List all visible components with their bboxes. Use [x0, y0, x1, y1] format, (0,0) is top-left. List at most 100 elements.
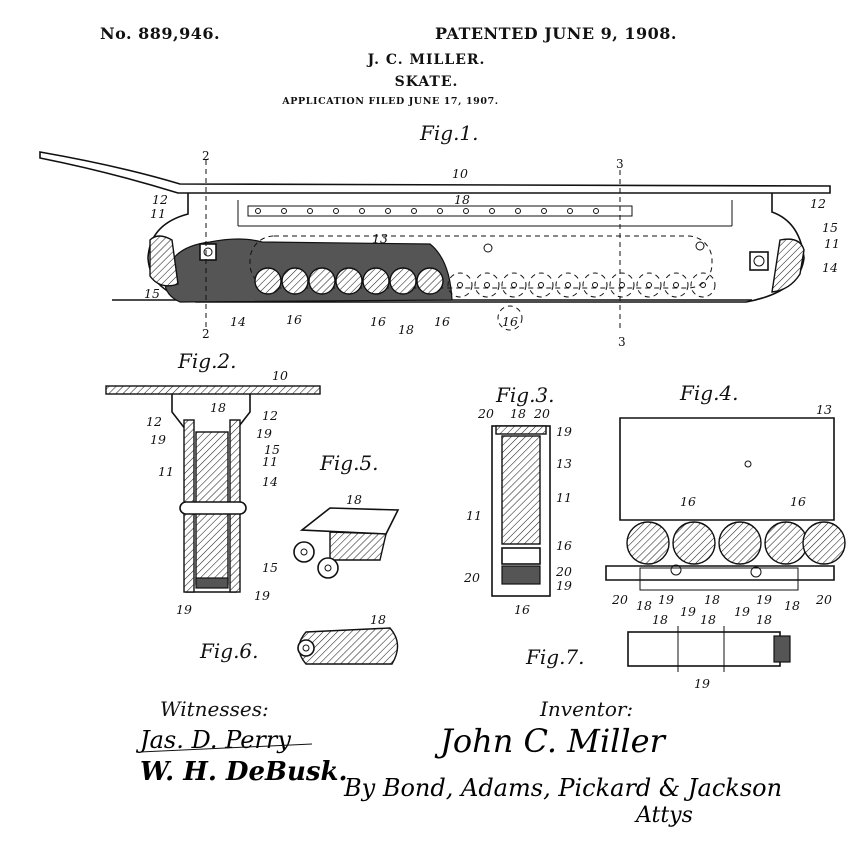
roller-hub — [511, 282, 517, 288]
ref-12-b: 12 — [810, 196, 826, 211]
rivet — [437, 208, 443, 214]
ref-11-b: 11 — [824, 236, 840, 251]
ref-19-f7b: 19 — [734, 604, 750, 619]
fig4-label: Fig.4. — [679, 381, 739, 405]
ref-18-f2: 18 — [210, 400, 226, 415]
fig1-label: Fig.1. — [419, 121, 479, 145]
ref-19-f4a: 19 — [658, 592, 674, 607]
attorneys-signature: By Bond, Adams, Pickard & Jackson — [343, 774, 782, 802]
attorneys-abbrev: Attys — [634, 803, 693, 828]
ref-14-b: 14 — [822, 260, 838, 275]
roller-hub — [457, 282, 463, 288]
ref-20-f4b: 20 — [815, 592, 832, 607]
roller-hub — [646, 282, 652, 288]
inventor-signature: John C. Miller — [434, 722, 667, 760]
guide-bar — [247, 205, 633, 217]
roller-dropped — [497, 305, 523, 331]
ref-14-f2: 14 — [262, 474, 278, 489]
fig3-label: Fig.3. — [495, 383, 555, 407]
ref-12-f2a: 12 — [146, 414, 162, 429]
fig2-axle — [179, 501, 247, 515]
rivet — [489, 208, 495, 214]
inventor-label: Inventor: — [539, 697, 633, 721]
figure-1: Fig.1. — [39, 121, 840, 349]
ref-11-f3a: 11 — [466, 508, 482, 523]
roller-solid — [281, 267, 309, 295]
section-mark-3-top: 3 — [616, 157, 624, 171]
ref-18-f7c: 18 — [756, 612, 772, 627]
ref-12-a: 12 — [152, 192, 168, 207]
foot-plate — [39, 151, 831, 194]
fig2-foot-plate — [105, 385, 321, 395]
ref-20-f3b: 20 — [533, 406, 550, 421]
figure-2: Fig.2. 10 18 12 12 19 19 15 11 11 14 15 … — [105, 349, 321, 617]
roller-hub — [592, 282, 598, 288]
ref-19-f4b: 19 — [756, 592, 772, 607]
ref-14-a: 14 — [230, 314, 246, 329]
section-mark-2-top: 2 — [202, 149, 210, 163]
ref-15-f2b: 15 — [262, 560, 278, 575]
fig2-housing — [171, 394, 251, 593]
roller-hub — [538, 282, 544, 288]
figure-5: Fig.5. 18 — [293, 451, 400, 579]
fig2-label: Fig.2. — [177, 349, 237, 373]
ref-19-f2d: 19 — [254, 588, 270, 603]
ref-19-f7c: 19 — [694, 676, 710, 691]
fig5-link-top — [299, 507, 400, 535]
fig4-base — [605, 565, 835, 581]
ref-18-f7a: 18 — [652, 612, 668, 627]
patent-title: SKATE. — [394, 74, 459, 90]
fig7-link-strip — [627, 631, 781, 667]
ref-19-f2c: 19 — [176, 602, 192, 617]
roller-solid — [308, 267, 336, 295]
patent-date: PATENTED JUNE 9, 1908. — [435, 24, 677, 43]
rivet — [515, 208, 521, 214]
roller-hub — [484, 282, 490, 288]
roller-belt-outline — [249, 235, 713, 289]
ref-11-a: 11 — [150, 206, 166, 221]
ref-18-f4b: 18 — [704, 592, 720, 607]
ref-20-f3c: 20 — [463, 570, 480, 585]
section-mark-2-bottom: 2 — [202, 327, 210, 341]
rivet — [307, 208, 313, 214]
ref-19-f3b: 19 — [556, 578, 572, 593]
roller-dashed — [609, 272, 635, 298]
roller-dashed — [555, 272, 581, 298]
ref-18-a: 18 — [454, 192, 470, 207]
ref-11-f3b: 11 — [556, 490, 572, 505]
fig7-label: Fig.7. — [525, 645, 585, 669]
roller-fig4 — [764, 521, 808, 565]
filing-date: APPLICATION FILED JUNE 17, 1907. — [282, 96, 499, 107]
fig6-label: Fig.6. — [199, 639, 259, 663]
ref-18-f4a: 18 — [636, 598, 652, 613]
rivet — [255, 208, 261, 214]
rivet — [541, 208, 547, 214]
roller-fig4 — [626, 521, 670, 565]
roller-dashed — [528, 272, 554, 298]
roller-dashed — [690, 272, 716, 298]
ref-18-b: 18 — [398, 322, 414, 337]
ref-16-f4a: 16 — [680, 494, 696, 509]
front-pawl — [149, 235, 179, 287]
rivet — [359, 208, 365, 214]
ref-18-f5: 18 — [346, 492, 362, 507]
ref-20-f3d: 20 — [555, 564, 572, 579]
rivet — [593, 208, 599, 214]
roller-solid — [389, 267, 417, 295]
fig5-link-side — [329, 531, 387, 561]
guide-rivets — [255, 208, 599, 214]
roller-hub — [673, 282, 679, 288]
roller-dashed — [501, 272, 527, 298]
rear-bolt-icon — [749, 251, 769, 271]
figure-7: Fig.7. 18 19 18 19 18 19 — [525, 604, 791, 691]
rivet — [385, 208, 391, 214]
roller-dashed — [474, 272, 500, 298]
ref-10-f2: 10 — [272, 368, 288, 383]
ref-12-f2b: 12 — [262, 408, 278, 423]
rivet — [333, 208, 339, 214]
rivet — [463, 208, 469, 214]
fig4-body — [619, 417, 835, 521]
ref-15-f2a: 15 — [264, 442, 280, 457]
